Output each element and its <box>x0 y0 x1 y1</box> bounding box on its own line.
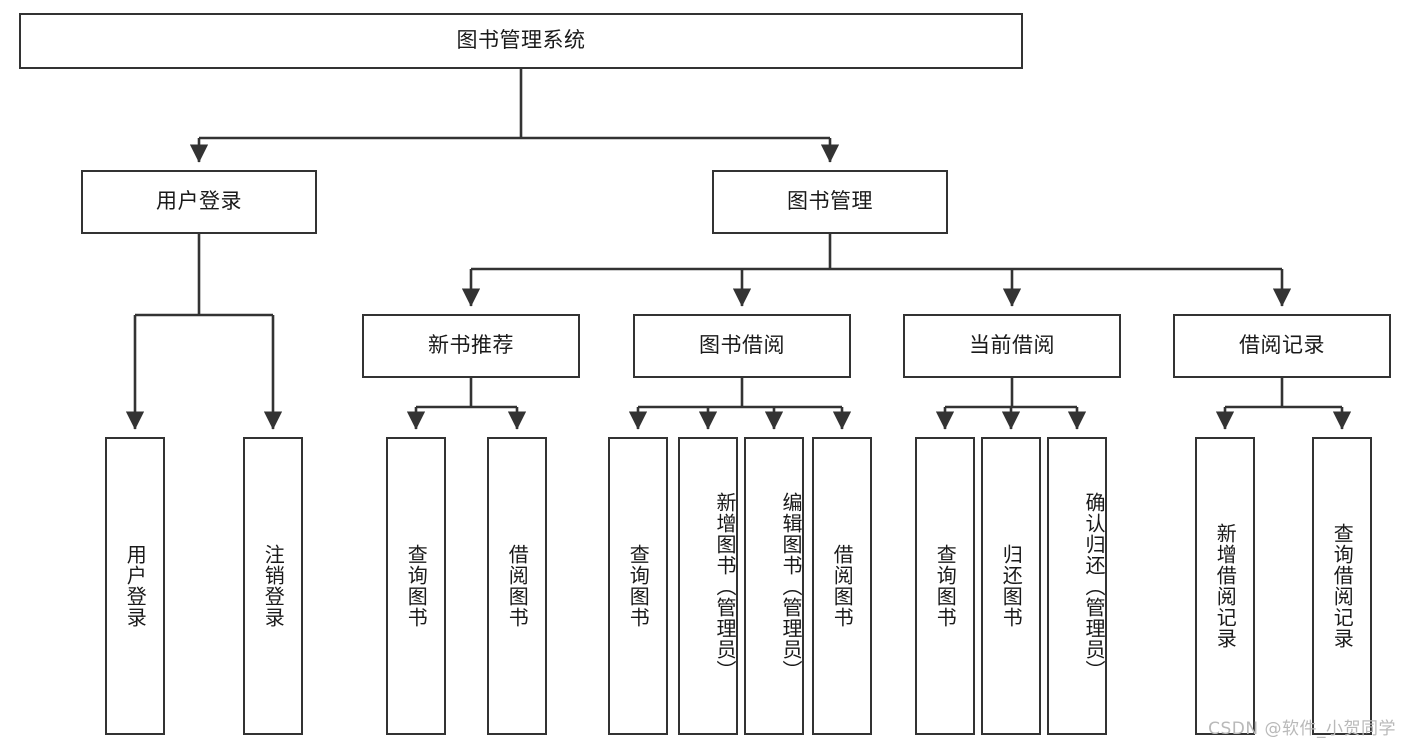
node-user-login-label: 用户登录 <box>156 189 242 214</box>
node-leaf-add-record[interactable]: 新增借阅记录 <box>1195 437 1255 735</box>
node-leaf-return-book-label: 归还图书 <box>999 544 1024 628</box>
node-leaf-add-book-label: 新增图书（管理员） <box>713 491 737 681</box>
node-leaf-add-book[interactable]: 新增图书（管理员） <box>678 437 738 735</box>
node-book-manage[interactable]: 图书管理 <box>712 170 948 234</box>
watermark-text: CSDN @软件_小贺同学 <box>1208 719 1396 739</box>
node-leaf-query-book-label: 查询图书 <box>626 544 651 628</box>
node-root[interactable]: 图书管理系统 <box>19 13 1023 69</box>
node-book-manage-label: 图书管理 <box>787 189 873 214</box>
node-leaf-confirm-return-label: 确认归还（管理员） <box>1082 491 1106 681</box>
node-leaf-user-login[interactable]: 用户登录 <box>105 437 165 735</box>
node-book-borrow-label: 图书借阅 <box>699 333 785 358</box>
node-root-label: 图书管理系统 <box>456 28 586 53</box>
node-leaf-return-book[interactable]: 归还图书 <box>981 437 1041 735</box>
node-new-book-rec-label: 新书推荐 <box>428 333 514 358</box>
node-borrow-record[interactable]: 借阅记录 <box>1173 314 1391 378</box>
node-leaf-add-record-label: 新增借阅记录 <box>1213 523 1238 649</box>
node-leaf-user-login-label: 用户登录 <box>123 544 148 628</box>
node-leaf-query-book-rec[interactable]: 查询图书 <box>386 437 446 735</box>
node-borrow-record-label: 借阅记录 <box>1239 333 1325 358</box>
node-leaf-edit-book[interactable]: 编辑图书（管理员） <box>744 437 804 735</box>
node-leaf-borrow-book-label: 借阅图书 <box>830 544 855 628</box>
node-leaf-query-book-rec-label: 查询图书 <box>404 544 429 628</box>
node-leaf-edit-book-label: 编辑图书（管理员） <box>779 491 803 681</box>
node-user-login[interactable]: 用户登录 <box>81 170 317 234</box>
node-leaf-query-book-cur-label: 查询图书 <box>933 544 958 628</box>
node-leaf-query-book[interactable]: 查询图书 <box>608 437 668 735</box>
node-leaf-borrow-book-rec-label: 借阅图书 <box>505 544 530 628</box>
node-leaf-query-record-label: 查询借阅记录 <box>1330 523 1355 649</box>
node-leaf-borrow-book-rec[interactable]: 借阅图书 <box>487 437 547 735</box>
node-new-book-rec[interactable]: 新书推荐 <box>362 314 580 378</box>
node-current-borrow-label: 当前借阅 <box>969 333 1055 358</box>
node-leaf-query-record[interactable]: 查询借阅记录 <box>1312 437 1372 735</box>
node-leaf-confirm-return[interactable]: 确认归还（管理员） <box>1047 437 1107 735</box>
node-book-borrow[interactable]: 图书借阅 <box>633 314 851 378</box>
node-leaf-logout-label: 注销登录 <box>261 544 286 628</box>
node-leaf-logout[interactable]: 注销登录 <box>243 437 303 735</box>
node-leaf-query-book-cur[interactable]: 查询图书 <box>915 437 975 735</box>
node-current-borrow[interactable]: 当前借阅 <box>903 314 1121 378</box>
node-leaf-borrow-book[interactable]: 借阅图书 <box>812 437 872 735</box>
